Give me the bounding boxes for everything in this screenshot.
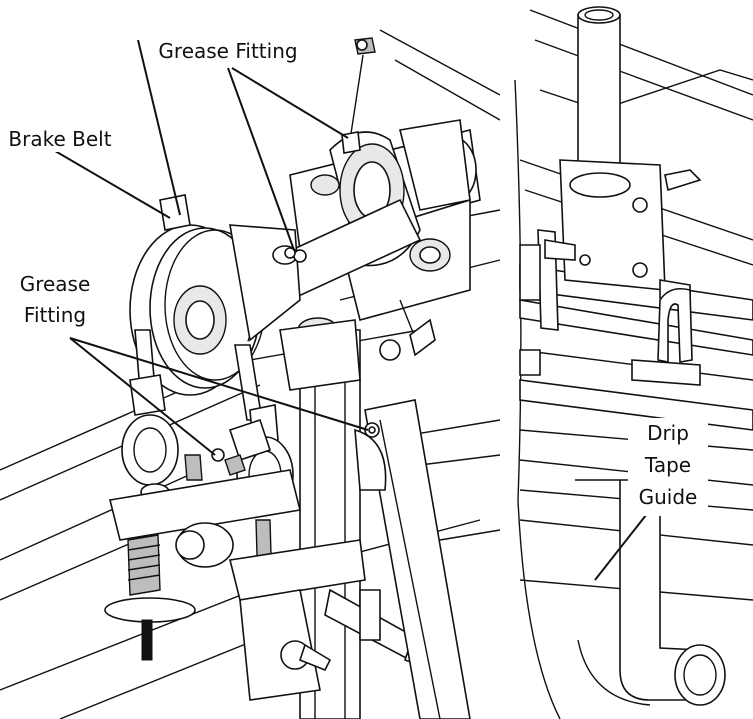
label-grease-fitting-left-line2: Fitting — [24, 303, 86, 327]
lower-bracket — [229, 539, 427, 701]
leader-lines-right — [594, 509, 651, 581]
right-panel-border — [514, 79, 561, 719]
left-panel — [0, 29, 501, 719]
label-grease-fitting-left-line1: Grease — [20, 272, 91, 296]
right-rails — [519, 9, 753, 601]
shackles-springs — [104, 374, 301, 661]
drip-tape-guide — [519, 6, 726, 706]
grease-fitting-pulley-icon — [284, 247, 296, 259]
label-brake-belt: Brake Belt — [8, 127, 111, 151]
grease-fittings — [211, 37, 380, 462]
right-panel — [514, 6, 753, 719]
bearing-assembly — [268, 119, 481, 391]
callout-labels: Grease Fitting Brake Belt Grease Fitting… — [5, 36, 708, 516]
label-drip-tape-line2: Tape — [644, 453, 691, 477]
leader-lines-left — [49, 39, 369, 456]
brake-pulley — [129, 224, 307, 396]
diagonal-brace — [354, 399, 471, 719]
grease-fitting-lower-icon — [211, 448, 225, 462]
panel-gap — [500, 0, 515, 719]
label-grease-fitting-top: Grease Fitting — [158, 39, 297, 63]
label-drip-tape-line3: Guide — [639, 485, 698, 509]
label-drip-tape-line1: Drip — [647, 421, 689, 445]
